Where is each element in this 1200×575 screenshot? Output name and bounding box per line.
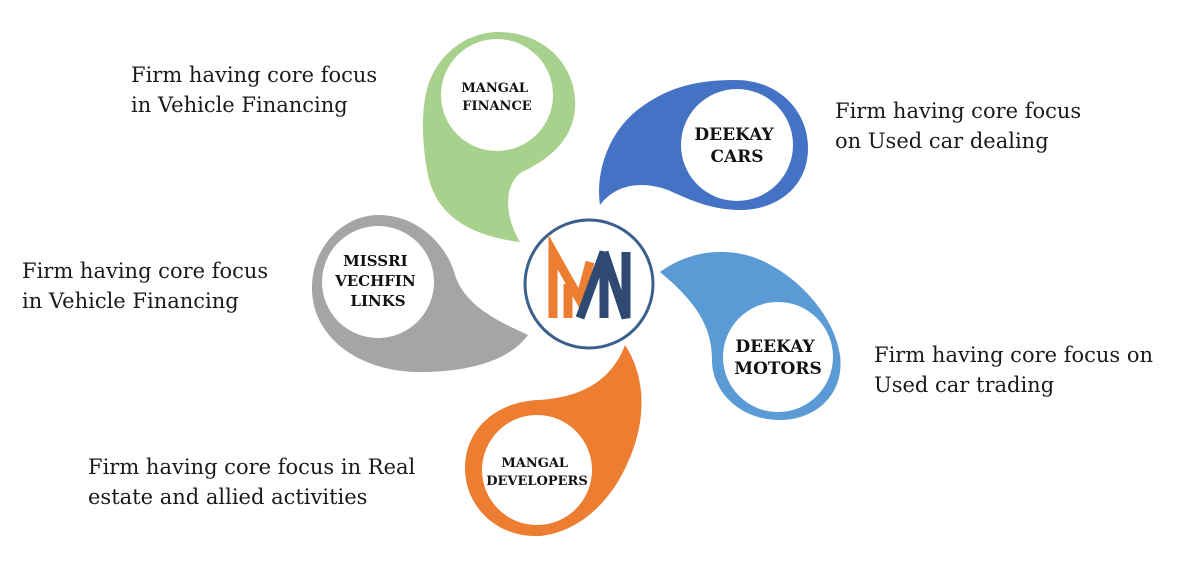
logo-orange-stroke <box>548 234 595 318</box>
mangal-finance-description: Firm having core focus in Vehicle Financ… <box>131 63 378 117</box>
missri-vechfin-links-label: MISSRI VECHFIN LINKS <box>334 252 421 310</box>
central-hub <box>523 218 655 350</box>
deekay-motors-circle <box>723 302 833 412</box>
deekay-cars-circle <box>681 89 793 201</box>
mangal-developers-description: Firm having core focus in Real estate an… <box>88 455 416 509</box>
deekay-motors-label: DEEKAY MOTORS <box>734 337 822 379</box>
mangal-developers-label: MANGAL DEVELOPERS <box>486 456 588 489</box>
mangal-finance-label: MANGAL FINANCE <box>461 81 532 114</box>
mangal-developers-node: MANGAL DEVELOPERS <box>465 345 642 537</box>
mangal-finance-circle <box>441 39 553 151</box>
deekay-cars-description: Firm having core focus on Used car deali… <box>835 99 1082 153</box>
mangal-finance-node: MANGAL FINANCE <box>422 32 576 242</box>
m-logo-icon <box>548 234 631 320</box>
missri-vechfin-links-node: MISSRI VECHFIN LINKS <box>312 215 528 372</box>
deekay-cars-label: DEEKAY CARS <box>694 125 779 167</box>
deekay-cars-node: DEEKAY CARS <box>599 80 808 210</box>
mangal-developers-circle <box>482 415 592 525</box>
missri-vechfin-links-description: Firm having core focus in Vehicle Financ… <box>22 259 269 313</box>
deekay-motors-node: DEEKAY MOTORS <box>660 251 841 420</box>
logo-navy-stroke <box>575 250 631 320</box>
deekay-motors-description: Firm having core focus on Used car tradi… <box>874 343 1154 397</box>
missri-vechfin-links-circle <box>322 226 434 338</box>
